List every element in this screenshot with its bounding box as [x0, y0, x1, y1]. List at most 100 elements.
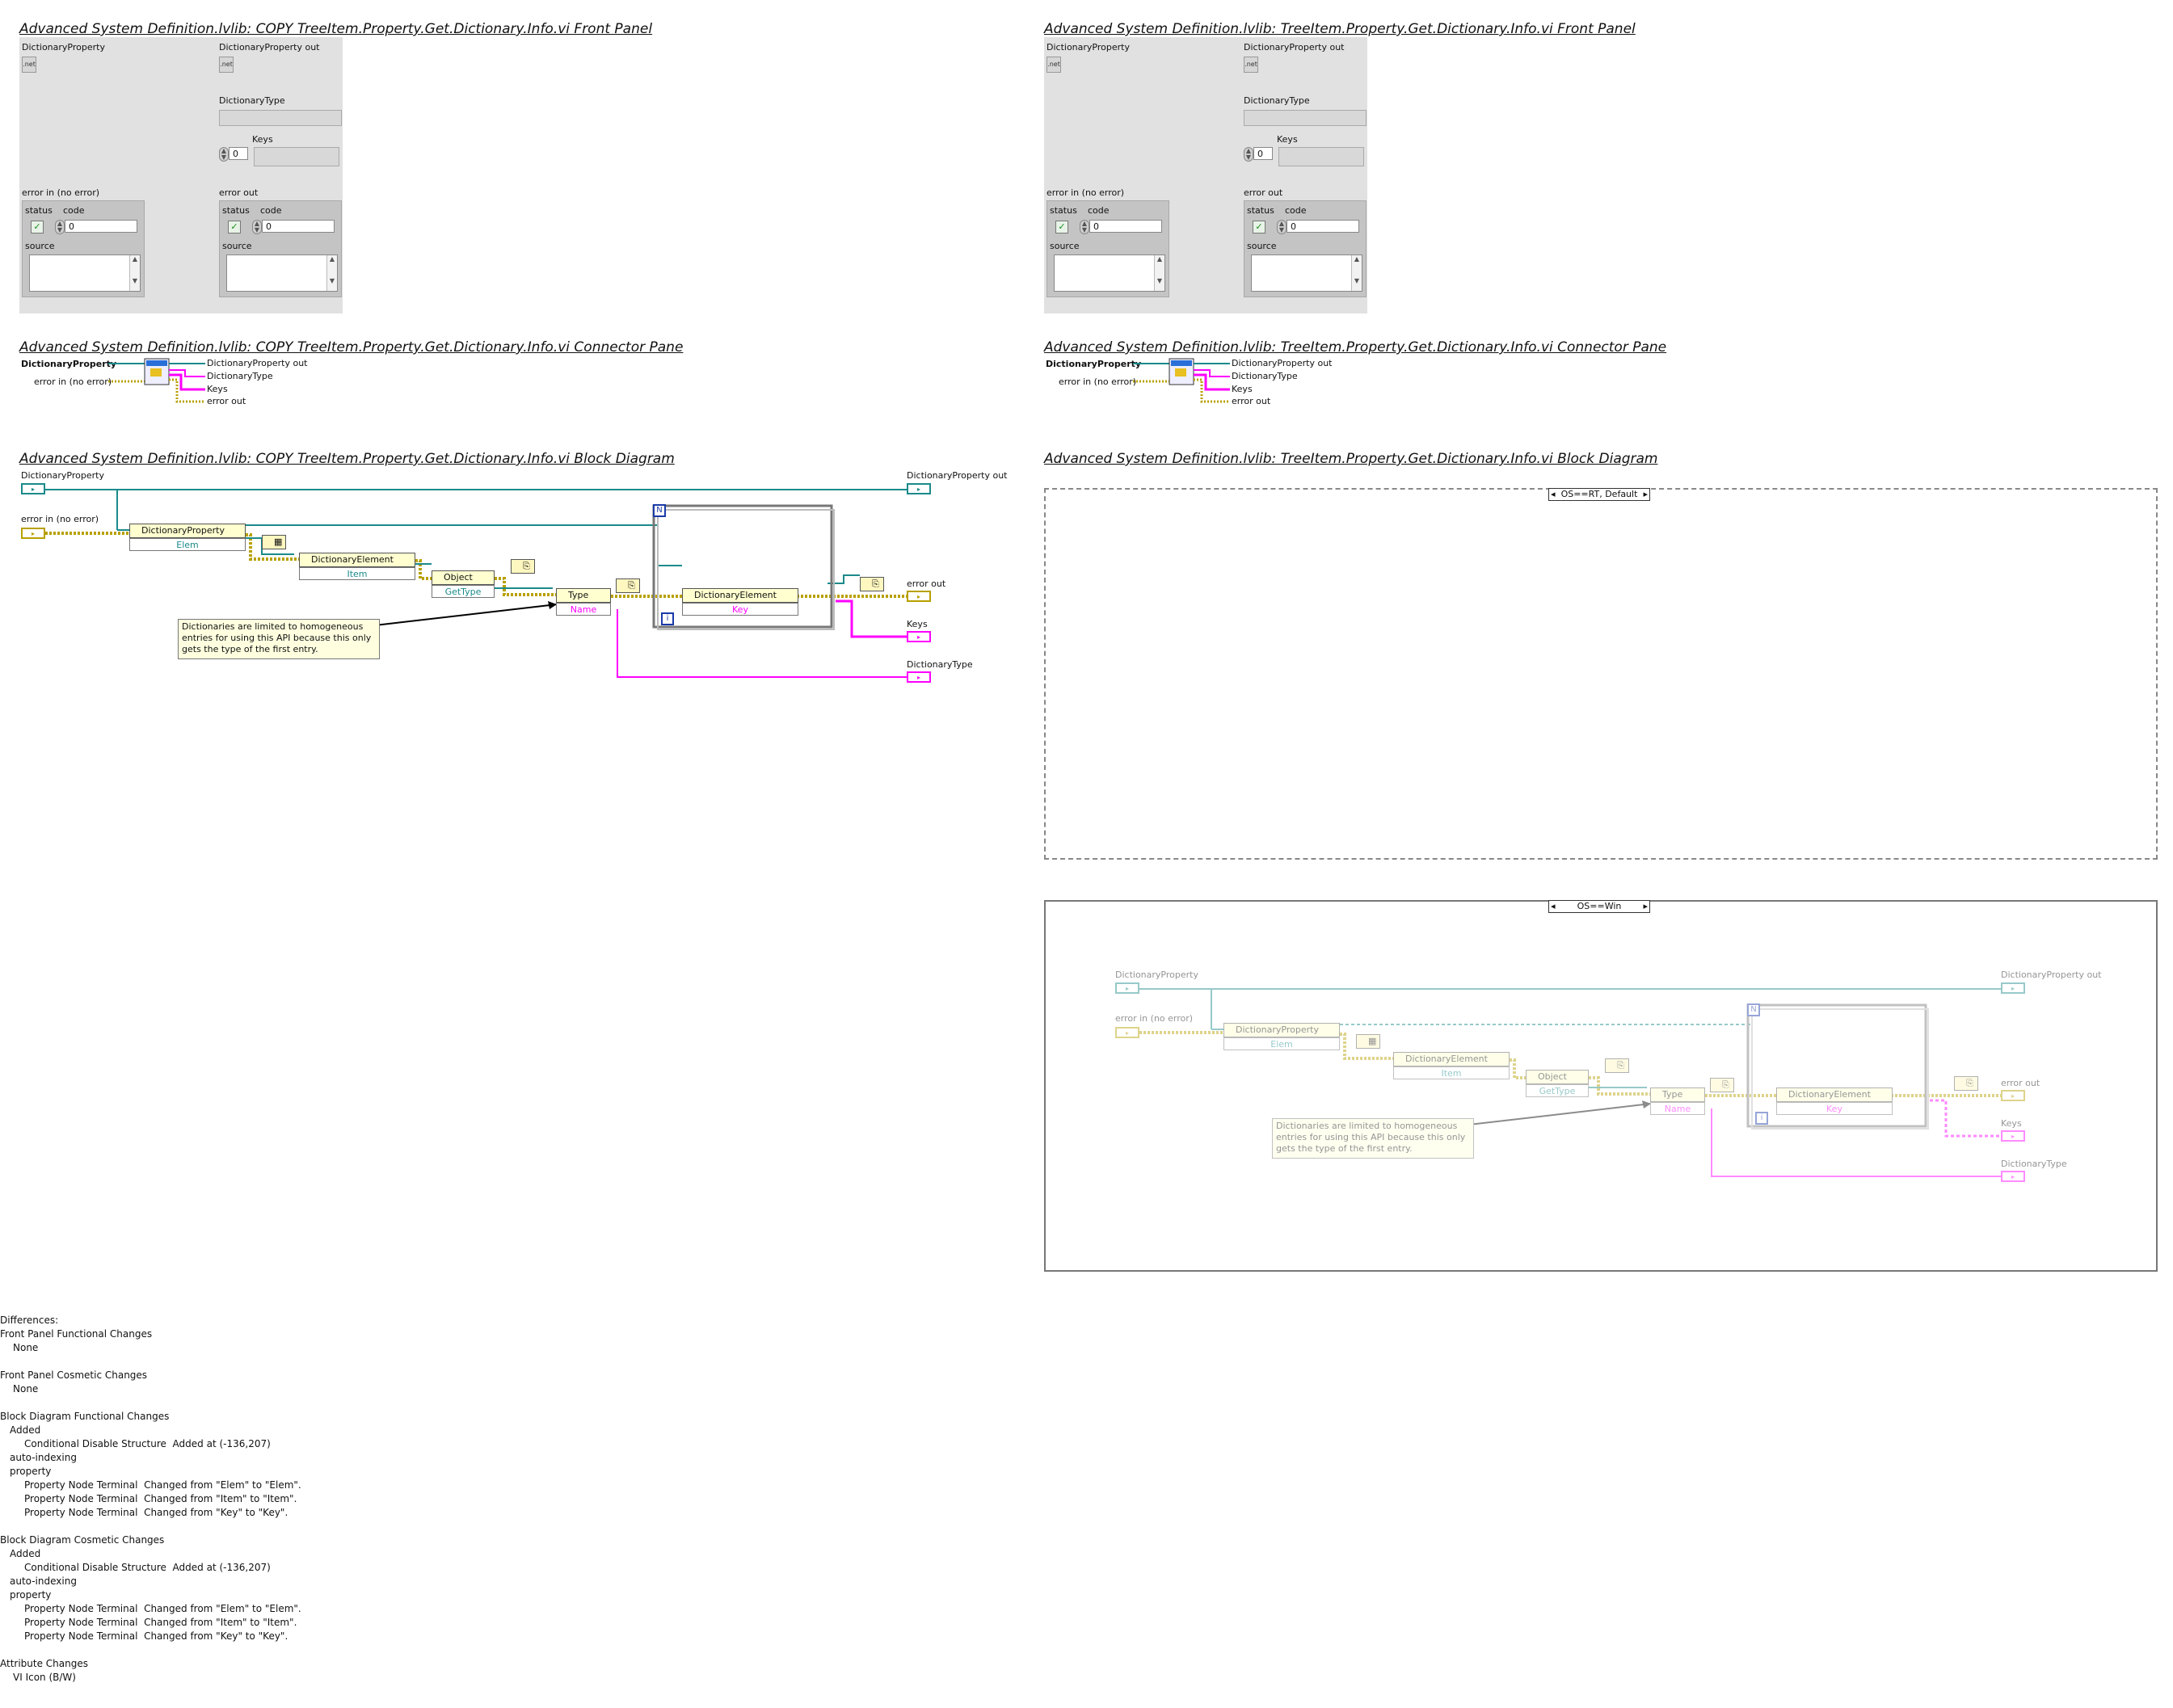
- status-label: status: [222, 205, 250, 216]
- bd-error-in-terminal[interactable]: ▸: [1115, 1027, 1139, 1038]
- bd-error-in-terminal[interactable]: ▸: [21, 528, 45, 539]
- bd-keys-terminal[interactable]: ▸: [907, 631, 931, 642]
- bd-error-out-terminal[interactable]: ▸: [2001, 1090, 2025, 1101]
- fp-functional-value: None: [13, 1342, 39, 1353]
- source-scrollbar[interactable]: ▲▼: [1154, 255, 1164, 291]
- close-ref-icon: ⎘: [860, 577, 884, 591]
- dictionary-element-node-2[interactable]: DictionaryElement: [682, 588, 798, 603]
- right-front-panel: DictionaryProperty .net DictionaryProper…: [1044, 37, 1367, 313]
- bd-dict-type-label: DictionaryType: [907, 659, 973, 670]
- status-checkbox[interactable]: ✓: [1055, 221, 1068, 233]
- loop-count-n: N: [653, 504, 666, 517]
- case-prev-icon[interactable]: ◂: [1551, 901, 1556, 911]
- elem-property[interactable]: Elem: [129, 538, 246, 551]
- bd-keys-terminal[interactable]: ▸: [2001, 1130, 2025, 1142]
- differences-report: Differences: Front Panel Functional Chan…: [0, 1314, 301, 1685]
- dictionary-property-node[interactable]: DictionaryProperty: [129, 524, 246, 538]
- diff-heading: Differences:: [0, 1315, 59, 1326]
- source-indicator: ▲▼: [226, 255, 338, 292]
- gettype-method[interactable]: GetType: [1526, 1084, 1589, 1097]
- dict-type-label: DictionaryType: [1244, 95, 1310, 106]
- right-block-diagram-title: Advanced System Definition.lvlib: TreeIt…: [1044, 451, 1658, 467]
- item-property[interactable]: Item: [299, 567, 415, 580]
- code-spinner[interactable]: ▲▼: [55, 220, 65, 234]
- source-scrollbar[interactable]: ▲▼: [129, 255, 140, 291]
- code-field[interactable]: 0: [1089, 220, 1162, 233]
- object-invoke-node[interactable]: Object: [1526, 1070, 1589, 1084]
- source-scrollbar[interactable]: ▲▼: [326, 255, 337, 291]
- status-label: status: [1247, 205, 1274, 216]
- error-out-label: error out: [1244, 187, 1283, 198]
- bd-dict-type-label: DictionaryType: [2001, 1159, 2067, 1169]
- dictionary-element-node-2[interactable]: DictionaryElement: [1776, 1087, 1893, 1102]
- name-property[interactable]: Name: [556, 603, 611, 616]
- code-label: code: [63, 205, 85, 216]
- array-index-icon: ▦: [1356, 1034, 1380, 1049]
- array-index-icon: ▦: [262, 535, 286, 549]
- bd-keys-label: Keys: [2001, 1118, 2022, 1129]
- gettype-method[interactable]: GetType: [432, 585, 495, 598]
- keys-index[interactable]: 0: [229, 147, 248, 160]
- item-property[interactable]: Item: [1393, 1066, 1510, 1079]
- diff-added: Added: [10, 1424, 41, 1436]
- case-selector-win[interactable]: ◂ OS==Win ▸: [1548, 900, 1650, 913]
- left-connector-pane-title: Advanced System Definition.lvlib: COPY T…: [19, 339, 684, 355]
- bd-dict-prop-out-terminal[interactable]: ▸: [2001, 982, 2025, 994]
- dict-prop-refnum[interactable]: .net: [1046, 57, 1061, 73]
- close-ref-icon: ⎘: [511, 559, 535, 574]
- case-prev-icon[interactable]: ◂: [1551, 489, 1556, 499]
- diff-change-1: Property Node Terminal Changed from "Ele…: [24, 1603, 301, 1614]
- dictionary-element-node[interactable]: DictionaryElement: [1393, 1052, 1510, 1066]
- diff-auto-indexing: auto-indexing: [10, 1452, 77, 1463]
- bd-error-out-terminal[interactable]: ▸: [907, 591, 931, 602]
- keys-label: Keys: [252, 134, 273, 145]
- bd-dict-prop-label: DictionaryProperty: [1115, 970, 1198, 980]
- source-scrollbar[interactable]: ▲▼: [1351, 255, 1362, 291]
- cp-error-out: error out: [1232, 396, 1271, 406]
- keys-index-spinner[interactable]: ▲▼: [219, 147, 229, 162]
- name-property[interactable]: Name: [1650, 1102, 1705, 1115]
- keys-index-spinner[interactable]: ▲▼: [1244, 147, 1253, 162]
- error-in-label: error in (no error): [22, 187, 100, 198]
- code-field[interactable]: 0: [65, 220, 137, 233]
- bd-dict-type-terminal[interactable]: ▸: [907, 671, 931, 683]
- status-indicator: ✓: [1253, 221, 1265, 233]
- dictionary-property-node[interactable]: DictionaryProperty: [1223, 1023, 1340, 1037]
- comment-note: Dictionaries are limited to homogeneous …: [178, 619, 380, 659]
- bd-dict-type-terminal[interactable]: ▸: [2001, 1171, 2025, 1182]
- cp-wires: [108, 358, 205, 403]
- fp-functional-heading: Front Panel Functional Changes: [0, 1328, 153, 1340]
- bd-dict-prop-terminal[interactable]: ▸: [21, 483, 45, 494]
- code-spinner[interactable]: ▲▼: [1080, 220, 1089, 234]
- source-field[interactable]: ▲▼: [29, 255, 141, 292]
- keys-index[interactable]: 0: [1253, 147, 1273, 160]
- cp-error-in: error in (no error): [1059, 377, 1137, 387]
- key-property[interactable]: Key: [1776, 1102, 1893, 1115]
- object-invoke-node[interactable]: Object: [432, 570, 495, 585]
- elem-property[interactable]: Elem: [1223, 1037, 1340, 1050]
- bd-cosmetic-heading: Block Diagram Cosmetic Changes: [0, 1534, 165, 1546]
- diff-change-2: Property Node Terminal Changed from "Ite…: [24, 1617, 297, 1628]
- cp-error-out: error out: [207, 396, 246, 406]
- type-property-node[interactable]: Type: [1650, 1087, 1705, 1102]
- code-label: code: [1285, 205, 1307, 216]
- bd-error-in-label: error in (no error): [21, 514, 99, 524]
- code-radix: ▲▼: [252, 220, 262, 234]
- left-connector-pane: DictionaryProperty error in (no error) D…: [19, 355, 343, 412]
- type-property-node[interactable]: Type: [556, 588, 611, 603]
- case-next-icon[interactable]: ▸: [1643, 901, 1648, 911]
- cp-dict-prop: DictionaryProperty: [1046, 359, 1142, 369]
- bd-dict-prop-terminal[interactable]: ▸: [1115, 982, 1139, 994]
- case-next-icon[interactable]: ▸: [1643, 489, 1648, 499]
- source-field[interactable]: ▲▼: [1054, 255, 1165, 292]
- dict-prop-refnum[interactable]: .net: [22, 57, 36, 73]
- dictionary-element-node[interactable]: DictionaryElement: [299, 553, 415, 567]
- bd-dict-prop-out-terminal[interactable]: ▸: [907, 483, 931, 494]
- code-label: code: [260, 205, 282, 216]
- bd-functional-heading: Block Diagram Functional Changes: [0, 1411, 170, 1422]
- status-checkbox[interactable]: ✓: [31, 221, 44, 233]
- diff-property: property: [10, 1466, 52, 1477]
- case-selector-rt[interactable]: ◂ OS==RT, Default ▸: [1548, 488, 1650, 501]
- key-property[interactable]: Key: [682, 603, 798, 616]
- loop-iteration-i: i: [1755, 1112, 1768, 1125]
